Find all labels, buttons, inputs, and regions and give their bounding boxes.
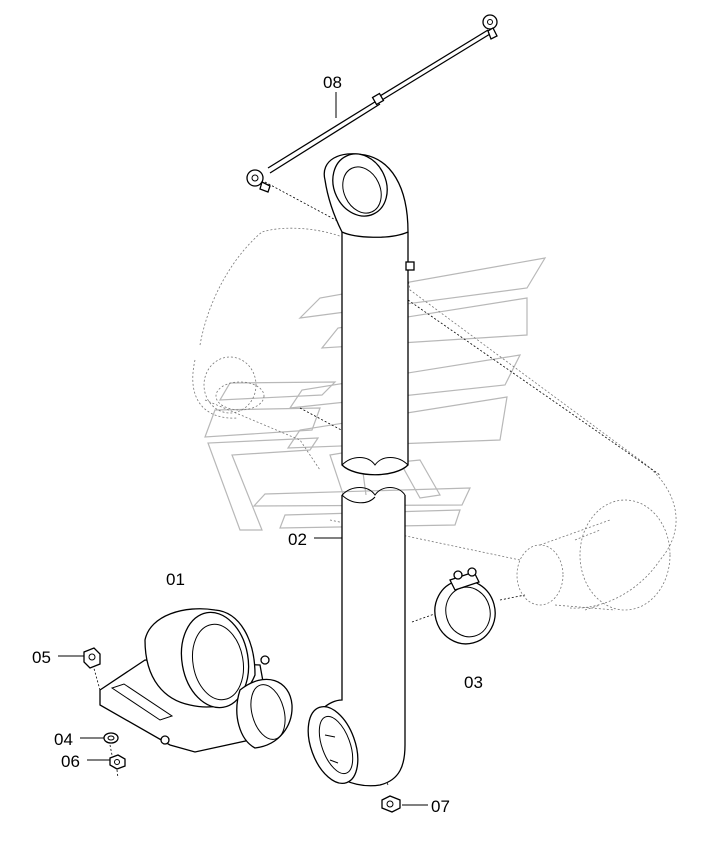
- label-07: 07: [431, 797, 450, 816]
- label-01: 01: [166, 570, 185, 589]
- leader-lines: [58, 92, 428, 806]
- label-02: 02: [288, 530, 307, 549]
- part-05-bolt: [83, 647, 101, 669]
- part-01-elbow-housing: [99, 608, 293, 753]
- label-04: 04: [54, 730, 73, 749]
- label-06: 06: [61, 752, 80, 771]
- part-08-support-rod: [246, 14, 498, 193]
- label-05: 05: [32, 648, 51, 667]
- label-08: 08: [323, 73, 342, 92]
- part-04-washer: [103, 732, 119, 744]
- part-06-nut: [109, 754, 126, 770]
- part-02-upper-pipe: [323, 153, 415, 476]
- part-03-clamp: [434, 567, 496, 645]
- part-02-lower-pipe: [307, 487, 406, 787]
- part-07-bolt: [381, 795, 401, 813]
- label-03: 03: [464, 673, 483, 692]
- muffler-ghost-outline: [192, 227, 677, 611]
